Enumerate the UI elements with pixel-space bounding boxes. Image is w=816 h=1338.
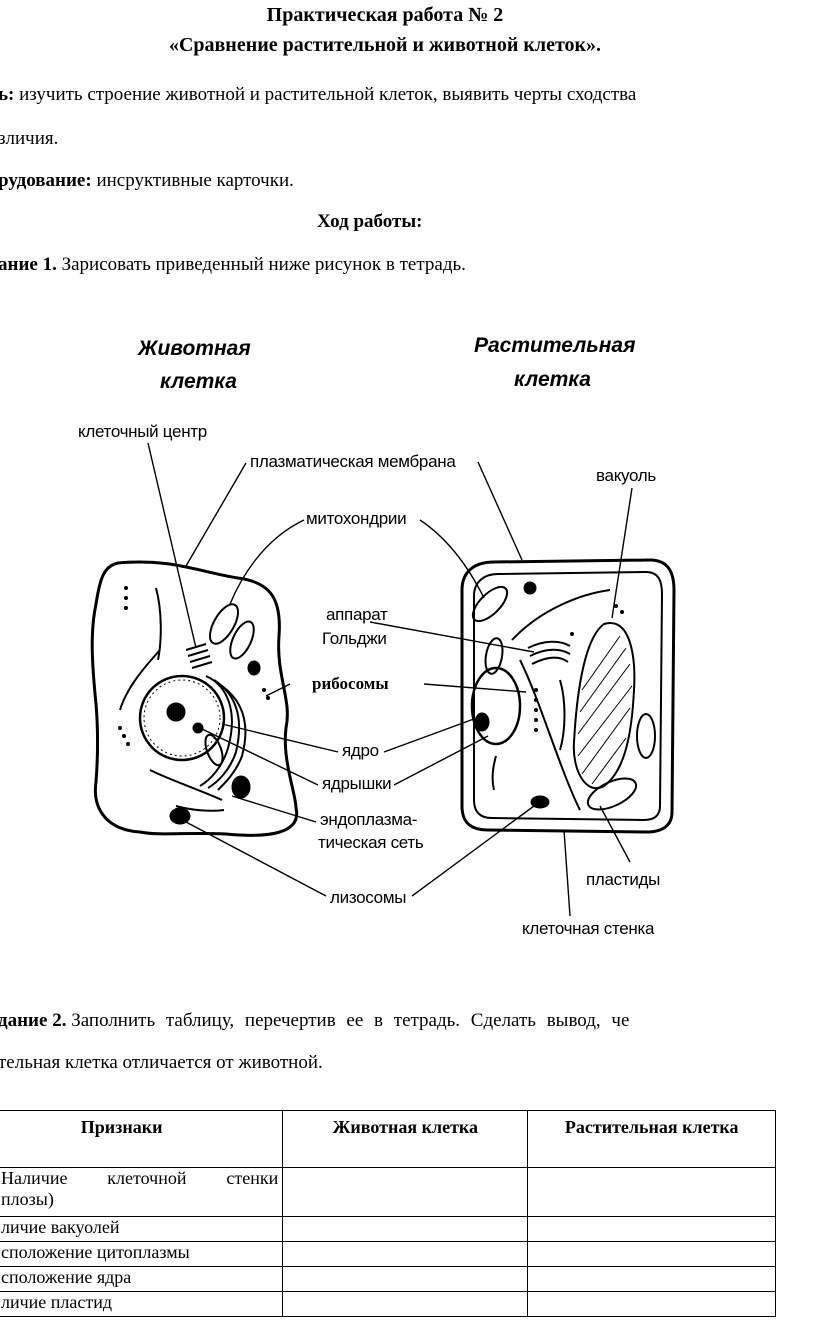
leader-lines — [147, 442, 633, 917]
task2-continuation: тельная клетка отличается от животной. — [0, 1052, 323, 1073]
plant-cell-value[interactable] — [527, 1291, 776, 1317]
animal-cell-value[interactable] — [282, 1291, 529, 1317]
animal-cell-title-2: клетка — [160, 370, 237, 393]
animal-cell-value[interactable] — [282, 1216, 529, 1242]
feature-cell: личие пластид — [0, 1291, 284, 1317]
task2-text: Заполнить таблицу, перечертив ее в тетра… — [71, 1010, 630, 1031]
label-cell-wall: клеточная стенка — [522, 919, 655, 938]
table-row: Наличие клеточной стенки плозы) — [0, 1167, 776, 1217]
progress-heading: Ход работы: — [317, 211, 423, 232]
label-nucleoli: ядрышки — [322, 774, 391, 793]
animal-cell-drawing — [90, 560, 299, 837]
plant-cell-drawing — [460, 558, 676, 834]
header-features: Признаки — [0, 1110, 284, 1168]
cell-comparison-figure: Животная клетка Растительная клетка клет… — [78, 334, 676, 938]
label-lysosomes: лизосомы — [330, 888, 406, 907]
task2-paragraph: дание 2. Заполнить таблицу, перечертив е… — [0, 1010, 816, 1032]
feature-cell: сположение цитоплазмы — [0, 1241, 284, 1267]
feature-cell: Наличие клеточной стенки плозы) — [0, 1167, 284, 1217]
goal-label: ь: — [0, 84, 15, 105]
plant-cell-title-1: Растительная — [474, 334, 635, 357]
comparison-table: Признаки Животная клетка Растительная кл… — [0, 1110, 776, 1317]
label-cell-center: клеточный центр — [78, 422, 207, 441]
animal-cell-title-1: Животная — [137, 337, 251, 360]
label-golgi-2: Гольджи — [322, 629, 387, 648]
animal-cell-value[interactable] — [282, 1266, 529, 1292]
equipment-text: инсруктивные карточки. — [96, 170, 294, 191]
goal-text: изучить строение животной и растительной… — [19, 84, 637, 105]
plant-cell-title-2: клетка — [514, 368, 591, 391]
header-plant-cell: Растительная клетка — [527, 1110, 776, 1168]
label-vacuole: вакуоль — [596, 466, 656, 485]
label-er-1: эндоплазма- — [320, 810, 417, 829]
title-line-2: «Сравнение растительной и животной клето… — [168, 34, 602, 56]
label-er-2: тическая сеть — [318, 833, 424, 852]
feature-line-1: Наличие клеточной стенки — [1, 1168, 279, 1188]
feature-line-2: плозы) — [1, 1189, 54, 1209]
goal-continuation: зличия. — [0, 128, 59, 149]
task2-label: дание 2. — [0, 1010, 67, 1031]
table-header-row: Признаки Животная клетка Растительная кл… — [0, 1110, 776, 1168]
feature-cell: личие вакуолей — [0, 1216, 284, 1242]
label-plastids: пластиды — [586, 870, 660, 889]
table-row: сположение ядра — [0, 1266, 776, 1292]
label-mitochondria: митохондрии — [306, 509, 406, 528]
table-row: сположение цитоплазмы — [0, 1241, 776, 1267]
animal-cell-value[interactable] — [282, 1241, 529, 1267]
label-nucleus: ядро — [342, 741, 379, 760]
plant-cell-value[interactable] — [527, 1266, 776, 1292]
equipment-paragraph: рудование: инсруктивные карточки. — [0, 170, 294, 192]
animal-cell-value[interactable] — [282, 1167, 529, 1217]
label-ribosomes: рибосомы — [312, 674, 389, 693]
plant-cell-value[interactable] — [527, 1216, 776, 1242]
task1-paragraph: ание 1. Зарисовать приведенный ниже рису… — [0, 254, 466, 276]
plant-cell-value[interactable] — [527, 1167, 776, 1217]
table-row: личие пластид — [0, 1291, 776, 1317]
feature-cell: сположение ядра — [0, 1266, 284, 1292]
header-animal-cell: Животная клетка — [282, 1110, 529, 1168]
task1-text: Зарисовать приведенный ниже рисунок в те… — [61, 254, 466, 275]
table-row: личие вакуолей — [0, 1216, 776, 1242]
label-golgi-1: аппарат — [326, 605, 388, 624]
equipment-label: рудование: — [0, 170, 92, 191]
task1-label: ание 1. — [0, 254, 57, 275]
label-plasma-membrane: плазматическая мембрана — [250, 452, 456, 471]
goal-paragraph: ь: изучить строение животной и раститель… — [0, 84, 636, 106]
plant-cell-value[interactable] — [527, 1241, 776, 1267]
title-line-1: Практическая работа № 2 — [266, 4, 504, 26]
